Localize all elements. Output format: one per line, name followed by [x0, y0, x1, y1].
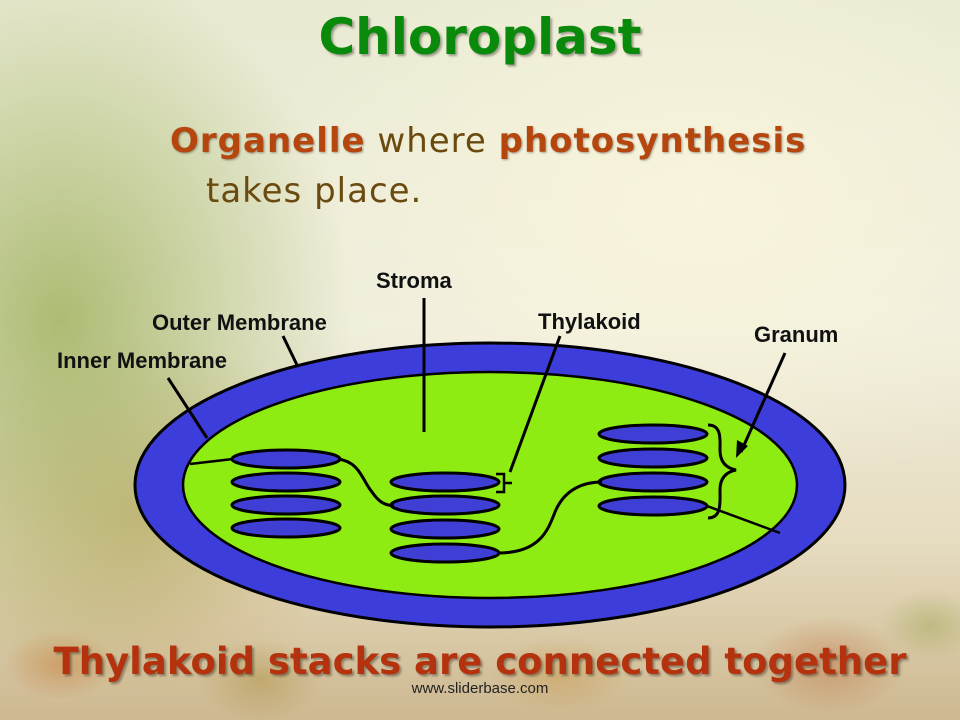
- thylakoid-bracket: [496, 472, 512, 494]
- label-thylakoid: Thylakoid: [538, 309, 641, 334]
- thylakoid-disc: [597, 447, 709, 469]
- term-photosynthesis: photosynthesis: [498, 121, 807, 161]
- lamella-connector-left: [337, 457, 395, 507]
- leader-outer-membrane: [281, 335, 300, 368]
- granum-right: [597, 423, 709, 517]
- label-outer-membrane: Outer Membrane: [152, 310, 327, 335]
- subtitle-text-takes-place: takes place.: [206, 171, 423, 211]
- label-inner-membrane: Inner Membrane: [57, 348, 227, 373]
- slide-caption: Thylakoid stacks are connected together: [53, 640, 907, 683]
- leader-thylakoid: [508, 335, 562, 473]
- leader-inner-membrane: [166, 377, 209, 439]
- lamella-to-membrane-left: [189, 457, 234, 466]
- thylakoid-disc: [597, 495, 709, 517]
- thylakoid-disc: [389, 494, 501, 516]
- leader-granum: [739, 352, 787, 453]
- term-organelle: Organelle: [170, 121, 366, 161]
- lamella-connector-right: [497, 480, 603, 555]
- subtitle-text-where: where: [365, 121, 499, 161]
- granum-bracket: [707, 423, 737, 520]
- thylakoid-disc: [389, 542, 501, 564]
- thylakoid-disc: [389, 518, 501, 540]
- thylakoid-disc: [230, 448, 342, 470]
- thylakoid-disc: [389, 471, 501, 493]
- watermark: www.sliderbase.com: [411, 680, 549, 697]
- thylakoid-disc: [230, 494, 342, 516]
- granum-arrowhead: [736, 440, 748, 458]
- thylakoid-disc: [230, 471, 342, 493]
- label-granum: Granum: [754, 322, 839, 347]
- thylakoid-disc: [597, 423, 709, 445]
- label-stroma: Stroma: [376, 268, 452, 293]
- thylakoid-disc: [597, 471, 709, 493]
- slide-subtitle: Organelle where photosynthesis takes pla…: [170, 116, 870, 216]
- thylakoid-disc: [230, 517, 342, 539]
- slide-title: Chloroplast: [318, 8, 642, 66]
